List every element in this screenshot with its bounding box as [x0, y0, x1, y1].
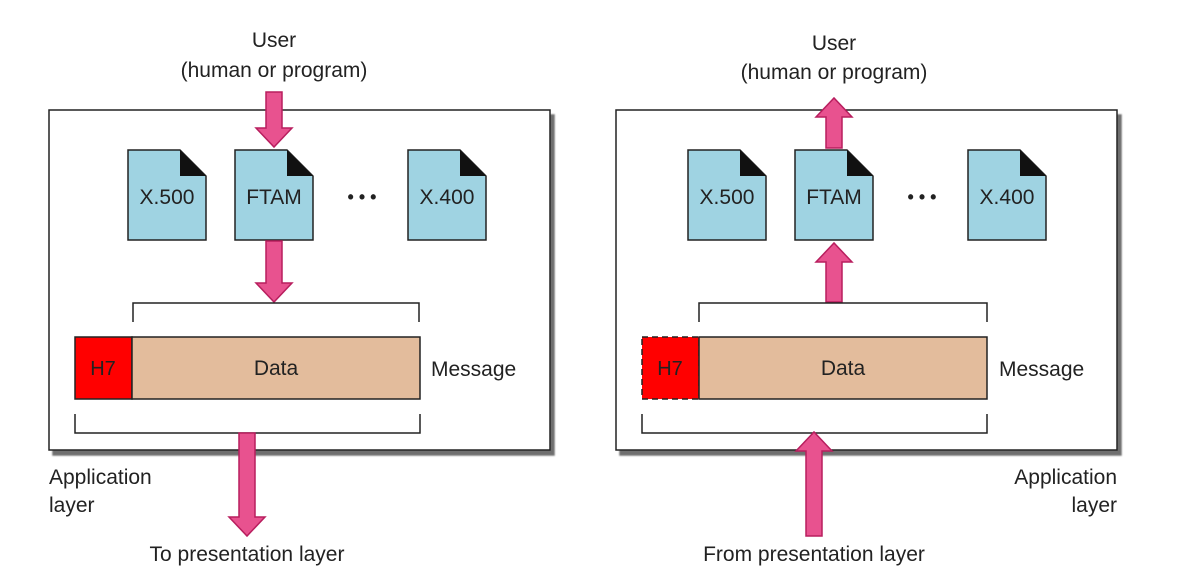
receiver-user-sublabel: (human or program) — [741, 61, 928, 84]
sender-layer-label: Application — [49, 466, 152, 489]
sender-panel: User (human or program) X.500 FTAM • • •… — [48, 29, 551, 566]
sender-layer-sublabel: layer — [49, 494, 95, 517]
sender-doc-ftam: FTAM — [234, 149, 314, 241]
sender-data-bracket — [132, 302, 420, 322]
sender-data-label: Data — [254, 357, 299, 380]
sender-header-label: H7 — [90, 358, 116, 380]
receiver-arrow-message-to-ftam — [814, 241, 854, 303]
sender-arrow-ftam-to-message — [254, 240, 294, 304]
receiver-arrow-to-user — [814, 96, 854, 149]
receiver-data-bracket — [698, 302, 988, 322]
receiver-doc-x400: X.400 — [967, 149, 1047, 241]
sender-doc-x500: X.500 — [127, 149, 207, 241]
sender-ellipsis: • • • — [348, 187, 377, 207]
sender-doc-ftam-label: FTAM — [246, 186, 302, 209]
sender-data-block — [131, 336, 421, 400]
receiver-doc-ftam-label: FTAM — [806, 186, 862, 209]
receiver-panel: User (human or program) X.500 FTAM • • •… — [615, 32, 1118, 566]
receiver-doc-x500-label: X.500 — [700, 186, 755, 209]
receiver-user-label: User — [812, 32, 856, 55]
receiver-header-h7 — [641, 336, 700, 400]
receiver-data-block — [698, 336, 988, 400]
sender-bottom-label: To presentation layer — [150, 543, 345, 566]
receiver-ellipsis: • • • — [908, 187, 937, 207]
receiver-message-label: Message — [999, 358, 1084, 381]
receiver-header-label: H7 — [657, 358, 683, 380]
sender-arrow-to-presentation — [227, 432, 267, 538]
sender-doc-x500-label: X.500 — [140, 186, 195, 209]
receiver-doc-x500: X.500 — [687, 149, 767, 241]
receiver-doc-x400-label: X.400 — [980, 186, 1035, 209]
sender-user-sublabel: (human or program) — [181, 59, 368, 82]
sender-doc-x400: X.400 — [407, 149, 487, 241]
sender-doc-x400-label: X.400 — [420, 186, 475, 209]
receiver-data-label: Data — [821, 357, 866, 380]
receiver-layer-sublabel: layer — [1071, 494, 1117, 517]
receiver-bottom-label: From presentation layer — [703, 543, 925, 566]
receiver-arrow-from-presentation — [794, 430, 834, 537]
receiver-doc-ftam: FTAM — [794, 149, 874, 241]
sender-arrow-from-user — [254, 91, 294, 149]
sender-user-label: User — [252, 29, 296, 52]
receiver-layer-label: Application — [1014, 466, 1117, 489]
sender-message-label: Message — [431, 358, 516, 381]
